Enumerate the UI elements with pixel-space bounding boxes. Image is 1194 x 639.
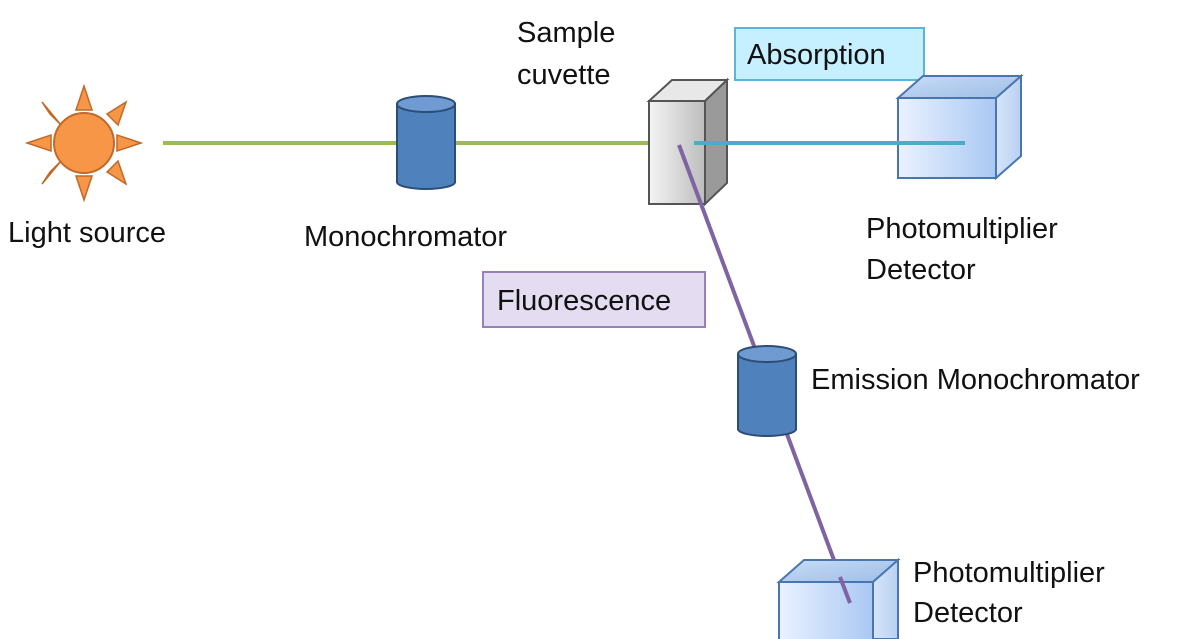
detector-bottom-label-line1: Photomultiplier [913, 557, 1105, 589]
fluorescence-box [482, 271, 706, 328]
sample-label-line2: cuvette [517, 59, 611, 91]
absorption-label: Absorption [747, 39, 886, 71]
detector-top-label-line2: Detector [866, 254, 976, 286]
light-source-label: Light source [8, 217, 166, 249]
detector-bottom-label-line2: Detector [913, 597, 1023, 629]
sun-icon [24, 83, 144, 203]
emission-monochromator-icon [737, 345, 797, 437]
emission-monochromator-label: Emission Monochromator [811, 364, 1140, 396]
monochromator-icon [396, 95, 456, 190]
sample-label-line1: Sample [517, 17, 615, 49]
detector-bottom-icon [776, 557, 901, 639]
monochromator-label: Monochromator [304, 221, 507, 253]
detector-top-icon [895, 73, 1024, 181]
fluorescence-label: Fluorescence [497, 285, 671, 317]
absorption-box [734, 27, 925, 81]
detector-top-label-line1: Photomultiplier [866, 213, 1058, 245]
